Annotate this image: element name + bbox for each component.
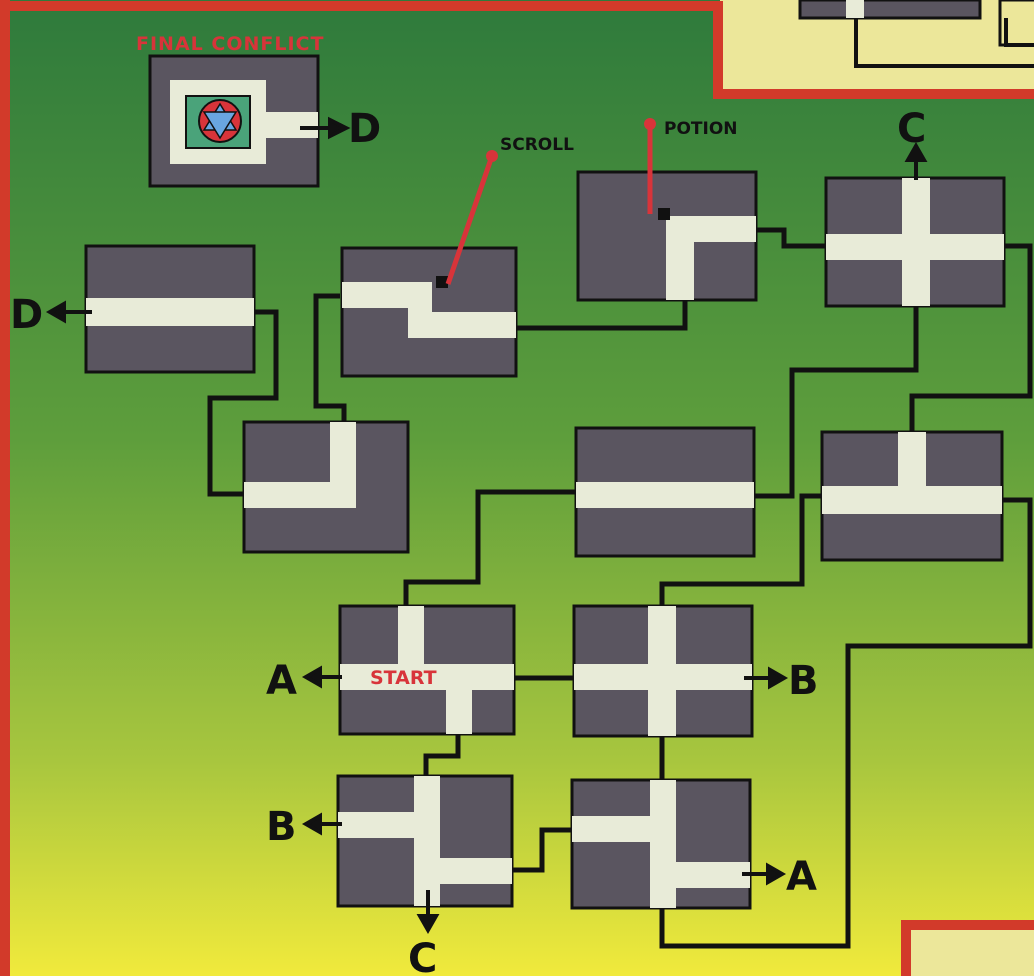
room-corridor-west	[84, 244, 256, 374]
room-tee-east	[820, 430, 1004, 562]
exit-letter-d-final: D	[348, 106, 381, 152]
room-corridor-middle	[574, 426, 756, 558]
exit-letter-b-left: B	[266, 804, 297, 850]
exit-letter-a-right: A	[786, 854, 817, 900]
room-corner-west	[242, 420, 410, 554]
room-cross-north	[824, 176, 1006, 308]
exit-letter-b-right: B	[788, 658, 819, 704]
room-final-conflict	[148, 54, 320, 188]
room-southeast	[570, 778, 752, 910]
item-pointers	[445, 118, 656, 285]
corridor-lines	[207, 227, 1033, 949]
start-label: START	[370, 667, 437, 689]
room-cross-center	[572, 604, 754, 738]
red-border-bottom	[901, 920, 1034, 976]
exit-letter-c-bottom: C	[408, 936, 437, 976]
top-panel-rooms	[798, 0, 1034, 68]
final-conflict-label: FINAL CONFLICT	[136, 33, 324, 55]
room-potion	[576, 170, 758, 302]
exit-letter-d-left: D	[10, 292, 43, 338]
exit-letter-c-top: C	[897, 106, 926, 152]
exit-arrows	[45, 116, 928, 935]
top-right-panel	[720, 0, 1034, 92]
red-border-top	[0, 1, 1034, 99]
exit-letter-a-left: A	[266, 658, 297, 704]
potion-label: POTION	[664, 119, 738, 139]
room-scroll	[340, 246, 518, 378]
room-start	[338, 604, 516, 736]
scroll-label: SCROLL	[500, 135, 574, 155]
bottom-right-panel	[902, 925, 1034, 976]
room-southwest	[336, 774, 514, 908]
